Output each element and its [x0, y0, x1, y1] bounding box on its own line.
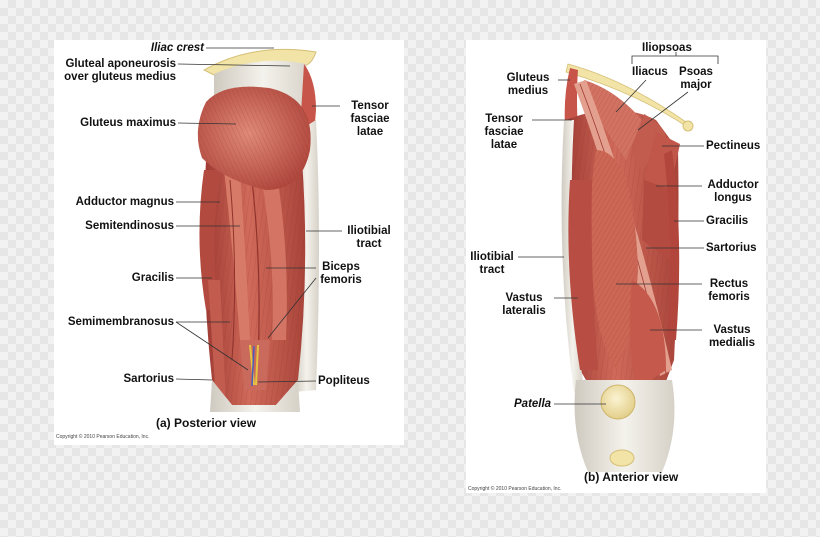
- label-sartorius-b: Sartorius: [706, 242, 757, 254]
- anterior-iliotibial-tract: [561, 120, 584, 392]
- inguinal-ligament: [565, 63, 693, 131]
- label-biceps-femoris: Biceps femoris: [320, 261, 362, 286]
- popliteal-fossa: [240, 340, 270, 390]
- vastus-medialis-shape: [629, 280, 666, 390]
- label-tensor-fasciae-latae: Tensor fasciae latae: [350, 100, 390, 138]
- label-iliacus: Iliacus: [632, 66, 668, 78]
- gracilis-shape: [208, 280, 226, 402]
- label-iliopsoas: Iliopsoas: [642, 42, 692, 54]
- semitendinosus-shape: [224, 170, 250, 340]
- label-popliteus: Popliteus: [318, 375, 370, 387]
- knee-tendons: [210, 380, 300, 412]
- anterior-copyright: Copyright © 2010 Pearson Education, Inc.: [468, 486, 562, 492]
- label-iliac-crest: Iliac crest: [150, 42, 204, 54]
- vastus-lateralis-shape: [568, 180, 598, 370]
- label-gluteus-maximus: Gluteus maximus: [80, 117, 176, 129]
- patella-bone: [600, 384, 636, 420]
- label-gluteal-aponeurosis: Gluteal aponeurosis over gluteus medius: [64, 58, 176, 83]
- label-semimembranosus: Semimembranosus: [67, 316, 174, 328]
- anterior-thigh-illustration: [561, 63, 694, 472]
- label-gracilis-b: Gracilis: [706, 215, 749, 227]
- anterior-gracilis-shape: [664, 150, 680, 340]
- label-vastus-lateralis: Vastus lateralis: [502, 292, 546, 317]
- adductor-longus-shape: [642, 180, 672, 260]
- posterior-thigh-illustration: [197, 48, 319, 412]
- label-gracilis: Gracilis: [131, 272, 174, 284]
- posterior-view-panel: Iliac crest Gluteal aponeurosis over glu…: [54, 40, 404, 445]
- label-pectineus: Pectineus: [706, 140, 761, 152]
- posterior-copyright: Copyright © 2010 Pearson Education, Inc.: [56, 434, 150, 440]
- label-tensor-fasciae-latae-b: Tensor fasciae latae: [484, 113, 524, 151]
- label-adductor-magnus: Adductor magnus: [75, 196, 174, 208]
- anterior-view-panel: Iliopsoas Iliacus Psoas major Gluteus me…: [466, 40, 766, 493]
- label-iliotibial-tract: Iliotibial tract: [347, 225, 391, 250]
- anterior-view-caption: (b) Anterior view: [584, 470, 679, 484]
- label-iliotibial-tract-b: Iliotibial tract: [470, 251, 514, 276]
- posterior-view-caption: (a) Posterior view: [156, 416, 257, 430]
- label-psoas-major: Psoas major: [679, 66, 713, 91]
- label-rectus-femoris: Rectus femoris: [708, 278, 750, 303]
- label-patella: Patella: [514, 398, 552, 410]
- biceps-femoris-shape: [260, 170, 287, 340]
- label-adductor-longus: Adductor longus: [707, 179, 759, 204]
- posterior-leader-lines: [175, 47, 342, 383]
- anterior-leader-lines: [518, 52, 719, 405]
- label-gluteus-medius: Gluteus medius: [506, 72, 550, 97]
- label-semitendinosus: Semitendinosus: [85, 220, 174, 232]
- label-vastus-medialis: Vastus medialis: [708, 324, 756, 349]
- label-sartorius: Sartorius: [123, 373, 175, 385]
- knee-tendons-anterior: [574, 380, 675, 472]
- adductor-magnus-shape: [199, 170, 220, 310]
